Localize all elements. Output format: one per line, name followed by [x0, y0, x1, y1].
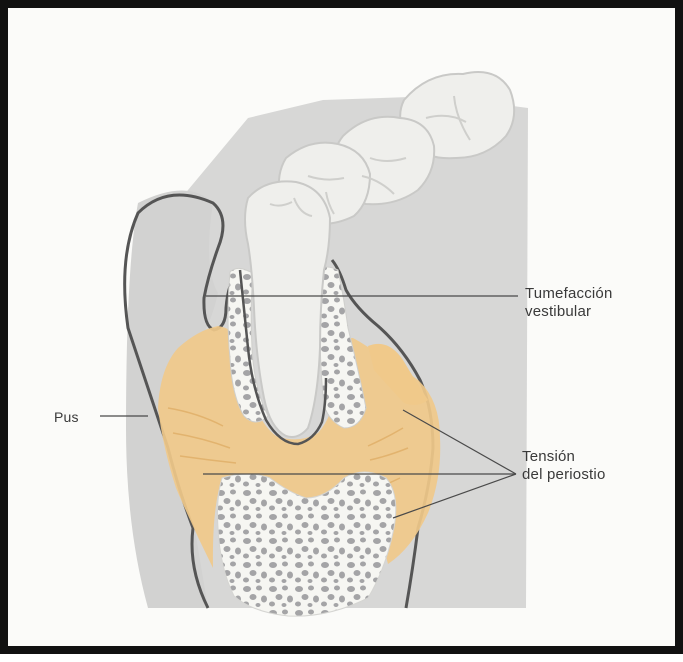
- label-tumefaccion-line1: Tumefacción: [525, 285, 613, 303]
- label-tumefaccion-vestibular: Tumefacción vestibular: [525, 285, 613, 321]
- label-tension-line1: Tensión: [522, 448, 605, 466]
- label-tumefaccion-line2: vestibular: [525, 303, 613, 321]
- dental-abscess-diagram: [8, 8, 683, 662]
- label-tension-periostio: Tensión del periostio: [522, 448, 605, 484]
- label-pus: Pus: [54, 408, 79, 426]
- label-tension-line2: del periostio: [522, 466, 605, 484]
